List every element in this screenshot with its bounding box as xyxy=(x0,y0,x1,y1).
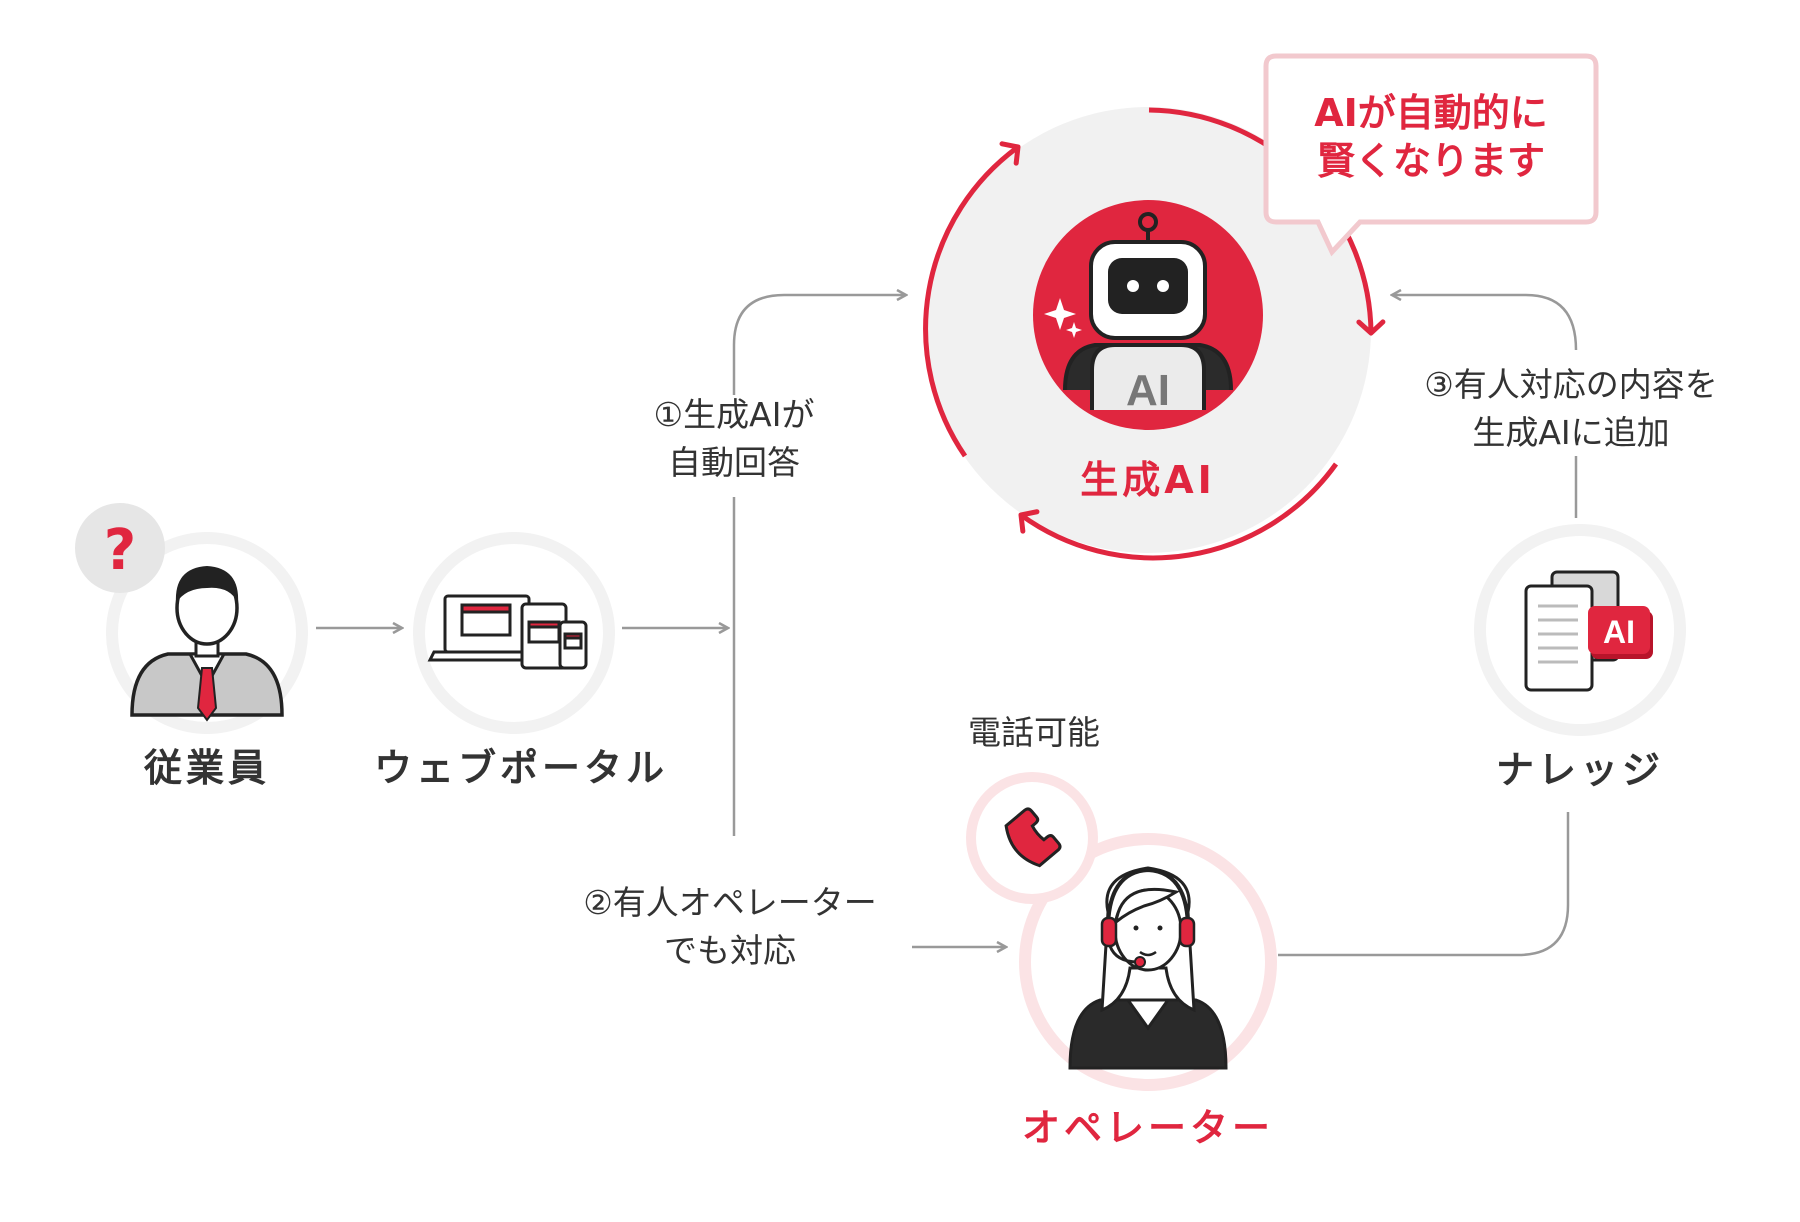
portal-node xyxy=(413,532,615,734)
speech-bubble xyxy=(1263,53,1599,257)
employee-icon xyxy=(130,566,284,722)
step2-line2: でも対応 xyxy=(664,931,796,970)
operator-icon xyxy=(1068,866,1228,1070)
document-ai-icon xyxy=(1524,570,1653,692)
step3-to-ai-arrow xyxy=(1392,295,1578,351)
ai-label: 生成AI xyxy=(1080,458,1216,502)
employee-label: 従業員 xyxy=(143,746,270,790)
robot-visor xyxy=(1108,258,1188,314)
cycle-arrow-left xyxy=(923,141,1021,458)
operator-to-knowledge-line xyxy=(1278,812,1570,957)
ai-hub: AI xyxy=(923,107,1386,561)
portal-label: ウェブポータル xyxy=(374,746,669,790)
step1-line2: 自動回答 xyxy=(668,443,800,482)
knowledge-node: AI xyxy=(1474,524,1686,736)
question-icon: ? xyxy=(104,518,136,583)
employee-node: ? xyxy=(75,503,308,734)
devices-icon xyxy=(427,594,588,670)
phone-icon xyxy=(1004,807,1062,868)
robot-icon: AI xyxy=(1033,200,1263,430)
phone-caption: 電話可能 xyxy=(968,713,1100,752)
step3-line1: ③有人対応の内容を xyxy=(1424,365,1718,404)
question-badge: ? xyxy=(75,503,165,593)
operator-node xyxy=(966,772,1277,1091)
cycle-arrow-right xyxy=(1018,462,1339,561)
step2-line1: ②有人オペレーター xyxy=(583,883,877,922)
robot-chest-text: AI xyxy=(1126,366,1170,415)
connectors xyxy=(316,295,1578,957)
bubble-line1: AIが自動的に xyxy=(1314,91,1548,135)
branch-to-ai-arrow xyxy=(732,295,906,395)
step1-line1: ①生成AIが xyxy=(653,395,815,434)
bubble-line2: 賢くなります xyxy=(1316,139,1545,183)
document-badge-text: AI xyxy=(1603,614,1635,650)
operator-label: オペレーター xyxy=(1021,1106,1274,1150)
robot-body xyxy=(1063,343,1233,410)
phone-badge xyxy=(966,772,1098,904)
knowledge-label: ナレッジ xyxy=(1495,748,1664,792)
sparkle-icon xyxy=(1044,298,1082,338)
step3-line2: 生成AIに追加 xyxy=(1472,413,1670,452)
